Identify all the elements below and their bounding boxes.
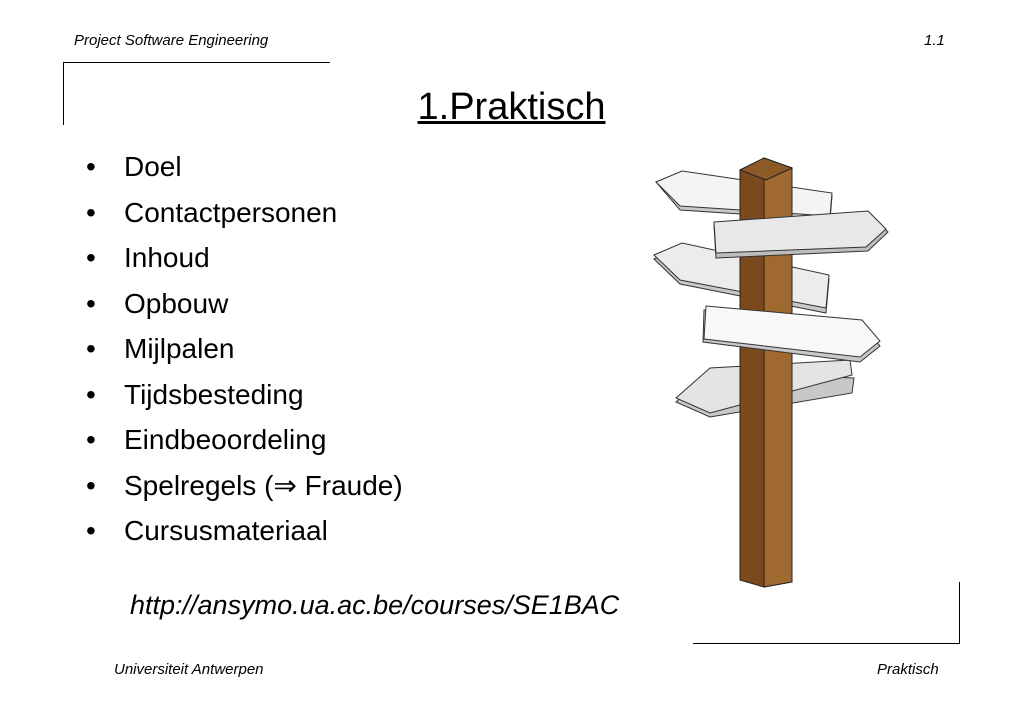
sign-front-bottom [702,305,881,363]
bullet-text: Inhoud [124,242,210,273]
bullet-text: Contactpersonen [124,196,338,228]
bullet-text: Opbouw [124,287,229,319]
footer-section: Praktisch [877,661,939,678]
bullet-marker: • [86,196,96,228]
bullet-marker: • [86,333,96,364]
bullet-marker: • [86,242,96,273]
header-slide-number: 1.1 [924,32,945,49]
bullet-marker: • [86,469,96,501]
bullet-text: Doel [124,151,182,182]
frame-line-left [63,62,64,125]
signpost-icon [653,157,889,588]
bullet-text: Cursusmateriaal [124,515,328,546]
bullet-text: Tijdsbesteding [124,378,304,410]
frame-line-right [959,582,960,644]
sign-front-top [713,210,889,259]
frame-line-top [63,62,330,63]
bullet-marker: • [86,515,96,546]
footer-institution: Universiteit Antwerpen [114,661,264,678]
bullet-text: Eindbeoordeling [124,424,327,455]
bullet-marker: • [86,424,96,455]
bullet-text: Spelregels (⇒ Fraude) [124,469,403,501]
bullet-marker: • [86,378,96,410]
bullet-marker: • [86,287,96,319]
slide-title: 1.Praktisch [417,86,606,128]
header-course-title: Project Software Engineering [74,32,269,49]
signpost-pole [738,157,794,588]
frame-line-bottom [693,643,960,644]
bullet-marker: • [86,151,96,182]
bullet-text: Mijlpalen [124,333,235,364]
course-url-link[interactable]: http://ansymo.ua.ac.be/courses/SE1BAC [130,590,620,620]
